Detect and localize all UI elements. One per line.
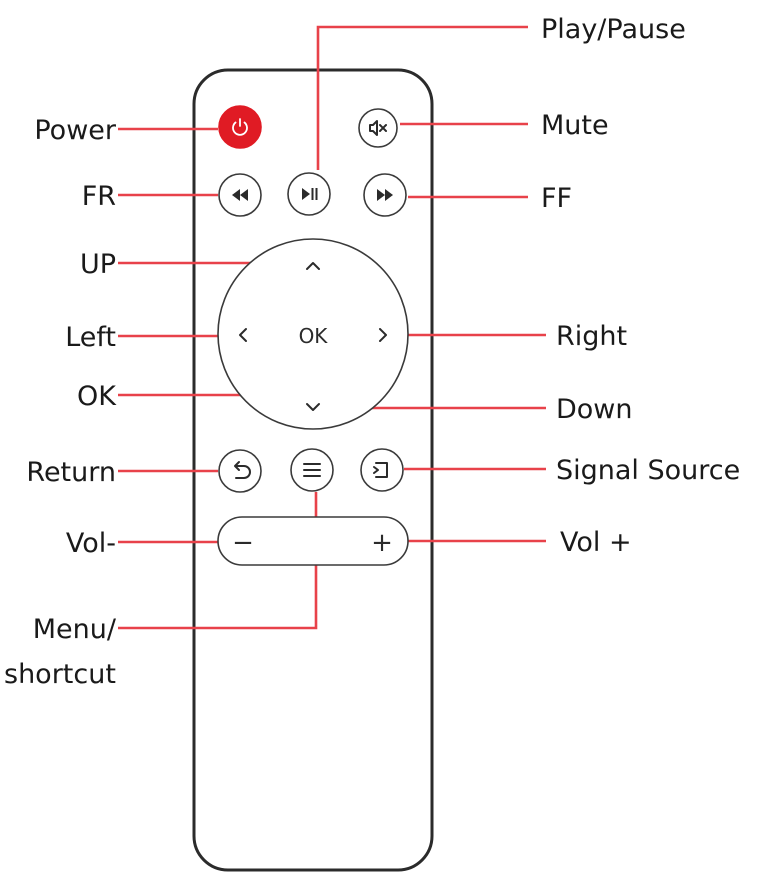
- play-pause-icon: [302, 188, 318, 200]
- return-button[interactable]: [218, 449, 262, 493]
- fast-forward-icon: [377, 189, 393, 201]
- play-pause-label: Play/Pause: [541, 14, 686, 45]
- down-arrow-icon[interactable]: [306, 403, 320, 411]
- ff-label: FF: [541, 183, 572, 214]
- power-icon: [232, 118, 248, 136]
- vol-plus-label: Vol +: [560, 527, 632, 558]
- right-label: Right: [556, 321, 627, 352]
- mute-icon: [369, 120, 387, 136]
- volume-rocker-outline: [217, 516, 409, 566]
- fast-forward-button[interactable]: [363, 173, 407, 217]
- rewind-icon: [232, 189, 248, 201]
- power-button[interactable]: [218, 105, 262, 149]
- left-label: Left: [65, 322, 116, 353]
- signal-source-button[interactable]: [360, 448, 404, 492]
- play-pause-button[interactable]: [287, 172, 331, 216]
- ok-button[interactable]: OK: [299, 324, 329, 348]
- menu-label-line1: Menu/: [33, 614, 117, 645]
- menu-icon: [303, 463, 321, 477]
- menu-button[interactable]: [290, 448, 334, 492]
- signal-source-label: Signal Source: [556, 455, 740, 486]
- return-icon: [234, 461, 251, 479]
- return-label: Return: [26, 457, 116, 488]
- mute-label: Mute: [541, 110, 609, 141]
- fr-label: FR: [82, 181, 116, 212]
- power-label: Power: [34, 115, 117, 146]
- buttons: OK: [217, 105, 409, 566]
- volume-rocker: − +: [217, 516, 409, 566]
- dpad-ring: [217, 238, 409, 430]
- mute-button[interactable]: [358, 108, 398, 148]
- down-label: Down: [556, 394, 633, 425]
- up-label: UP: [80, 249, 116, 280]
- ok-label: OK: [77, 381, 117, 412]
- play-pause-line: [316, 25, 528, 170]
- right-arrow-icon[interactable]: [379, 328, 387, 342]
- annotation-lines: [118, 25, 546, 630]
- vol-plus-button[interactable]: +: [371, 528, 393, 558]
- left-arrow-icon[interactable]: [239, 328, 247, 342]
- rewind-button[interactable]: [218, 173, 262, 217]
- dpad: OK: [217, 238, 409, 430]
- menu-label-line2: shortcut: [4, 659, 116, 690]
- vol-minus-button[interactable]: −: [232, 528, 254, 558]
- signal-source-icon: [373, 462, 388, 478]
- up-arrow-icon[interactable]: [306, 262, 320, 270]
- vol-minus-label: Vol-: [66, 528, 116, 559]
- labels: Play/Pause Power Mute FR FF UP Left Righ…: [4, 14, 740, 690]
